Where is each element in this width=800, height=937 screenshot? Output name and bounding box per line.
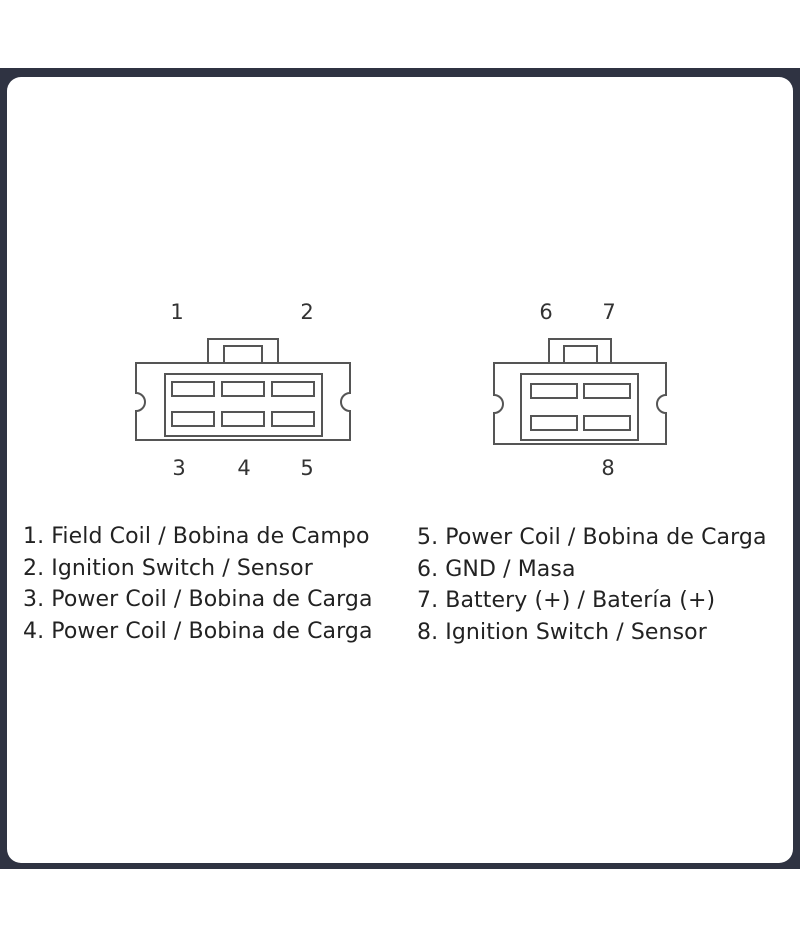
pin-slot-5 bbox=[271, 411, 315, 427]
pin-number-5: 5 bbox=[300, 456, 314, 480]
pin-slot-6 bbox=[530, 383, 578, 399]
pin-number-3: 3 bbox=[172, 456, 186, 480]
pin-number-2: 2 bbox=[300, 300, 314, 324]
connector-b-cavity bbox=[520, 373, 639, 441]
legend-item: 6. GND / Masa bbox=[417, 556, 576, 582]
connector-b-housing bbox=[493, 362, 667, 445]
legend-item: 5. Power Coil / Bobina de Carga bbox=[417, 525, 767, 550]
pin-slot-7 bbox=[583, 383, 631, 399]
pin-legend-left: 1. Field Coil / Bobina de Campo 2. Ignit… bbox=[23, 521, 373, 647]
pin-number-8: 8 bbox=[601, 456, 615, 480]
pin-slot-8 bbox=[583, 415, 631, 431]
diagram-card bbox=[7, 77, 793, 863]
pin-number-4: 4 bbox=[237, 456, 251, 480]
legend-item: 8. Ignition Switch / Sensor bbox=[417, 619, 707, 645]
connector-a-cavity bbox=[164, 373, 323, 437]
legend-item: 2. Ignition Switch / Sensor bbox=[23, 555, 313, 581]
connector-b-latch-outer bbox=[548, 338, 612, 364]
pin-slot-1 bbox=[171, 381, 215, 397]
pin-legend-right: 5. Power Coil / Bobina de Carga 6. GND /… bbox=[417, 522, 767, 648]
pin-slot-4 bbox=[221, 411, 265, 427]
pin-number-7: 7 bbox=[602, 300, 616, 324]
pin-number-1: 1 bbox=[170, 300, 184, 324]
connector-a-housing bbox=[135, 362, 351, 441]
pin-slot-3 bbox=[171, 411, 215, 427]
pin-slot-8-left bbox=[530, 415, 578, 431]
pin-number-6: 6 bbox=[539, 300, 553, 324]
legend-item: 3. Power Coil / Bobina de Carga bbox=[23, 587, 373, 612]
legend-item: 1. Field Coil / Bobina de Campo bbox=[23, 524, 370, 549]
connector-b-latch-inner bbox=[563, 345, 598, 364]
pin-slot-2-mid bbox=[221, 381, 265, 397]
legend-item: 7. Battery (+) / Batería (+) bbox=[417, 588, 716, 613]
legend-item: 4. Power Coil / Bobina de Carga bbox=[23, 618, 373, 644]
pin-slot-2 bbox=[271, 381, 315, 397]
